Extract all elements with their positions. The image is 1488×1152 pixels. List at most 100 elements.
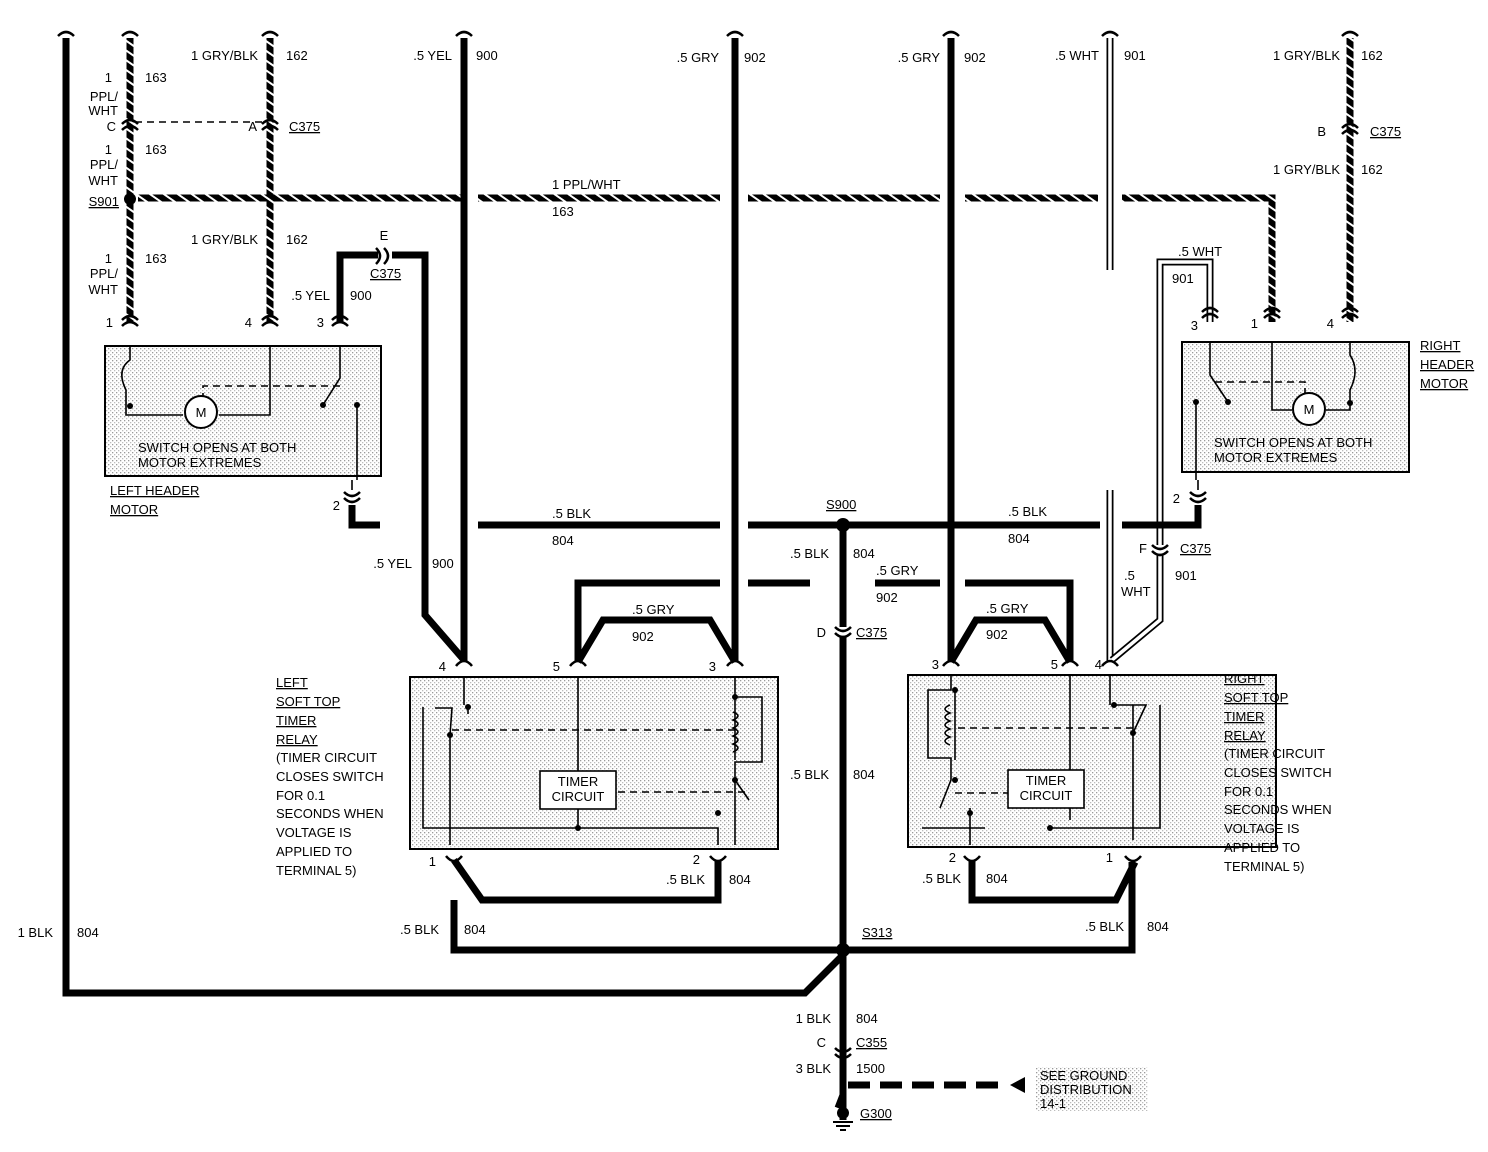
w162-mid-circuit: 162 [286, 232, 308, 247]
right-relay-title-4: RELAY [1224, 728, 1266, 743]
right-motor-note-1: SWITCH OPENS AT BOTH [1214, 435, 1372, 450]
pin-c-label: C [107, 119, 116, 134]
right-relay-title-3: TIMER [1224, 709, 1264, 724]
wire-901-right-fill [1110, 260, 1212, 662]
pin-numbers: 1 4 3 2 3 1 4 2 4 5 3 1 2 3 5 4 2 1 [106, 315, 1334, 869]
left-relay-pin-4: 4 [439, 659, 446, 674]
right-motor-pin-2: 2 [1173, 491, 1180, 506]
wire-902-left-relay [574, 616, 739, 664]
right-relay-desc-1: (TIMER CIRCUIT [1224, 746, 1325, 761]
w902-l-relay-circuit: 902 [632, 629, 654, 644]
left-soft-top-timer-relay: TIMER CIRCUIT [409, 676, 779, 850]
left-relay-title-4: RELAY [276, 732, 318, 747]
right-motor-pin-4: 4 [1327, 316, 1334, 331]
right-motor-pin-1: 1 [1251, 316, 1258, 331]
right-relay-desc-7: TERMINAL 5) [1224, 859, 1304, 874]
right-relay-pin-4: 4 [1095, 657, 1102, 672]
pin-b-label: B [1317, 124, 1326, 139]
w900-low-circuit: 900 [432, 556, 454, 571]
left-relay-pin-1: 1 [429, 854, 436, 869]
bus804-r-circuit: 804 [1008, 531, 1030, 546]
left-relay-pin-3: 3 [709, 659, 716, 674]
w902-r-relay-label: .5 GRY [986, 601, 1029, 616]
w902-top-l-circuit: 902 [744, 50, 766, 65]
w900-top-label: .5 YEL [413, 48, 452, 63]
right-relay-box [907, 674, 1277, 848]
wire-804-right-relay [968, 860, 1139, 904]
splice-s901-dot [124, 193, 136, 205]
right-header-motor: M SWITCH OPENS AT BOTH MOTOR EXTREMES [1181, 341, 1410, 490]
left-relay-coil [730, 711, 739, 753]
w900-motor-circuit: 900 [350, 288, 372, 303]
w804-mid-circuit: 804 [853, 767, 875, 782]
right-motor-title-3: MOTOR [1420, 376, 1468, 391]
wire-804-left-relay [451, 857, 722, 904]
left-motor-node-2 [320, 402, 326, 408]
connector-labels: C A C375 B C375 E C375 F C375 D C375 C C… [89, 119, 1401, 1121]
wire-804-bus [348, 505, 1202, 529]
w804-s313-l-circuit: 804 [464, 922, 486, 937]
ground-note-box [1036, 1067, 1148, 1111]
left-motor-pin-1: 1 [106, 315, 113, 330]
pin-c-symbol [121, 118, 139, 131]
left-relay-desc-7: TERMINAL 5) [276, 863, 356, 878]
w1500-circuit: 1500 [856, 1061, 885, 1076]
ground-reference-arrow [1010, 1077, 1025, 1093]
c375-label-b: C375 [1370, 124, 1401, 139]
c355-label: C355 [856, 1035, 887, 1050]
wire-900-motor [336, 251, 467, 663]
right-motor-note-2: MOTOR EXTREMES [1214, 450, 1338, 465]
w804-left-long-circuit: 804 [77, 925, 99, 940]
right-relay-coil [944, 704, 953, 746]
left-motor-note-1: SWITCH OPENS AT BOTH [138, 440, 296, 455]
w901-f-circuit: 901 [1175, 568, 1197, 583]
left-header-motor: M SWITCH OPENS AT BOTH MOTOR EXTREMES [104, 345, 382, 490]
left-relay-desc-5: VOLTAGE IS [276, 825, 352, 840]
pin-d-symbol [834, 626, 852, 639]
w804-l-relay-label: .5 BLK [666, 872, 705, 887]
w804-mid-label: .5 BLK [790, 767, 829, 782]
left-relay-desc-1: (TIMER CIRCUIT [276, 750, 377, 765]
w901-right-label: .5 WHT [1178, 244, 1222, 259]
w162-right-top-label: 1 GRY/BLK [1273, 48, 1340, 63]
bus163-circuit: 163 [552, 204, 574, 219]
left-timer-label-1: TIMER [558, 774, 598, 789]
right-relay-desc-6: APPLIED TO [1224, 840, 1300, 855]
pin-c355-symbol [834, 1047, 852, 1060]
w901-f-label2: WHT [1121, 584, 1151, 599]
pin-f-symbol [1151, 544, 1169, 557]
pin-a-label: A [248, 119, 257, 134]
pin-d-label: D [817, 625, 826, 640]
w162-top-label: 1 GRY/BLK [191, 48, 258, 63]
w804-left-long-label: 1 BLK [18, 925, 54, 940]
s313-label: S313 [862, 925, 892, 940]
right-relay-internals [922, 675, 1161, 845]
right-motor-node-3 [1347, 400, 1353, 406]
w163c-gauge: 1 [105, 251, 112, 266]
right-motor-title-1: RIGHT [1420, 338, 1461, 353]
left-motor-node-3 [354, 402, 360, 408]
w163b-color1: PPL/ [90, 157, 119, 172]
w902-top-l-label: .5 GRY [677, 50, 720, 65]
wire-1500-ground [834, 1040, 847, 1110]
left-motor-title-1: LEFT HEADER [110, 483, 199, 498]
right-soft-top-timer-relay: TIMER CIRCUIT [907, 674, 1277, 848]
w902-l-relay-label: .5 GRY [632, 602, 675, 617]
g300-label: G300 [860, 1106, 892, 1121]
right-relay-desc-4: SECONDS WHEN [1224, 802, 1332, 817]
w163b-gauge: 1 [105, 142, 112, 157]
left-relay-pin-5: 5 [553, 659, 560, 674]
w804-s313-r-label: .5 BLK [1085, 919, 1124, 934]
bus902-circuit: 902 [876, 590, 898, 605]
pin-a-symbol [261, 118, 279, 131]
left-relay-title-3: TIMER [276, 713, 316, 728]
w163a-circuit: 163 [145, 70, 167, 85]
wire-labels: 1 PPL/ WHT 163 1 PPL/ WHT 163 1 PPL/ WHT… [18, 48, 1383, 1076]
w163b-circuit: 163 [145, 142, 167, 157]
left-timer-label-2: CIRCUIT [552, 789, 605, 804]
right-motor-linkage [1210, 381, 1306, 395]
right-motor-m-symbol [1292, 392, 1326, 426]
pin-e-symbol [375, 247, 390, 265]
right-relay-title-2: SOFT TOP [1224, 690, 1288, 705]
right-relay-pin-1: 1 [1106, 850, 1113, 865]
